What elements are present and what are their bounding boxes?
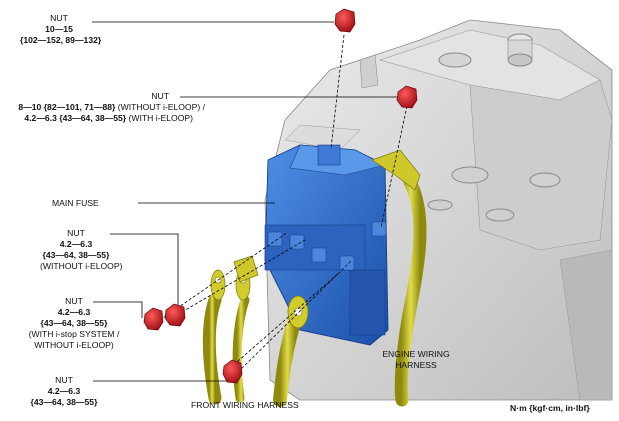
callout-nut-fourth: NUT 4.2—6.3 {43—64, 38—55} (WITH i-stop … xyxy=(18,296,130,351)
nut-icon xyxy=(334,8,356,33)
callout-nut-third: NUT 4.2—6.3 {43—64, 38—55} (WITHOUT i-EL… xyxy=(40,228,123,272)
nut-icon xyxy=(222,359,243,384)
front-wiring-harness xyxy=(202,255,309,407)
main-fuse-block xyxy=(264,144,389,346)
torque-value: 4.2—6.3 xyxy=(59,239,93,249)
nut-label: NUT xyxy=(151,91,169,101)
torque-alt-units: {102—152, 89—132} xyxy=(20,35,102,45)
torque-alt-units: {43—64, 38—55} xyxy=(42,250,110,260)
nut-icon xyxy=(143,307,164,331)
main-fuse-label: MAIN FUSE xyxy=(52,198,99,208)
torque-value: 4.2—6.3 xyxy=(57,307,91,317)
condition-a: (WITHOUT i-ELOOP) / xyxy=(115,102,205,112)
nut-icon xyxy=(164,303,186,327)
torque-value-b: 4.2—6.3 {43—64, 38—55} xyxy=(24,113,127,123)
torque-value-a: 8—10 {82—101, 71—88} xyxy=(18,102,116,112)
nut-icon xyxy=(396,85,418,109)
torque-alt-units: {43—64, 38—55} xyxy=(30,397,98,407)
condition-line-2: WITHOUT i-ELOOP) xyxy=(34,340,114,350)
assembly-dashed-lines xyxy=(159,34,408,373)
nut-label: NUT xyxy=(65,296,83,306)
condition: (WITHOUT i-ELOOP) xyxy=(40,261,123,271)
front-wiring-harness-label: FRONT WIRING HARNESS xyxy=(191,400,299,410)
engine-harness-line-2: HARNESS xyxy=(395,360,437,370)
torque-value: 10—15 xyxy=(45,24,73,34)
nut-label: NUT xyxy=(55,375,73,385)
callout-nut-fifth: NUT 4.2—6.3 {43—64, 38—55} xyxy=(28,375,100,408)
torque-value: 4.2—6.3 xyxy=(47,386,81,396)
nut-label: NUT xyxy=(50,13,68,23)
callout-nut-second: NUT 8—10 {82—101, 71—88} (WITHOUT i-ELOO… xyxy=(0,91,205,124)
engine-wiring-harness-label: ENGINE WIRING HARNESS xyxy=(376,349,456,371)
engine-wiring-harness xyxy=(371,149,427,407)
nut-label: NUT xyxy=(67,228,85,238)
callout-nut-top: NUT 10—15 {102—152, 89—132} xyxy=(20,13,102,46)
torque-alt-units: {43—64, 38—55} xyxy=(40,318,108,328)
leader-lines xyxy=(92,21,397,382)
condition-b: (WITH i-ELOOP) xyxy=(126,113,193,123)
engine-harness-line-1: ENGINE WIRING xyxy=(382,349,450,359)
condition-line-1: (WITH i-stop SYSTEM / xyxy=(28,329,120,339)
unit-legend: N·m {kgf·cm, in·lbf} xyxy=(510,403,590,413)
